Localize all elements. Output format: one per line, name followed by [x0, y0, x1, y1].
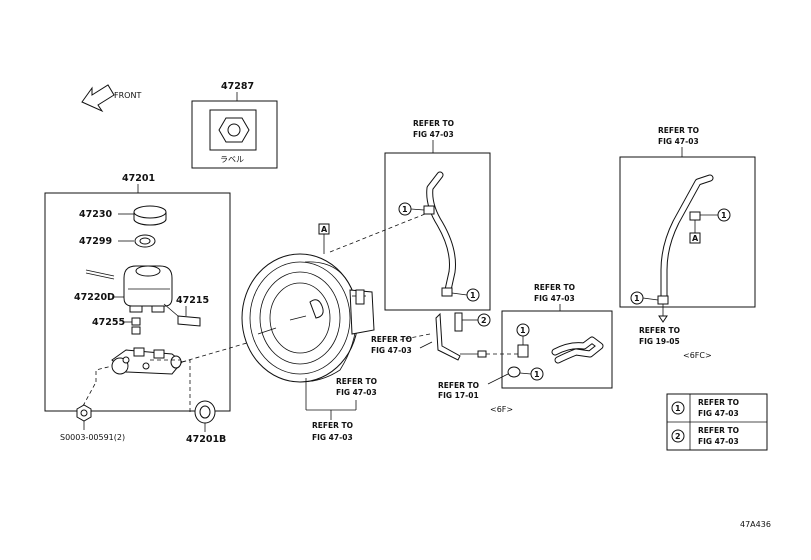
legend-1-num: 1 [675, 404, 681, 413]
grommet-icon [131, 317, 141, 335]
variant-6fc: <6FC> [683, 351, 712, 360]
reservoir-cap-icon [133, 205, 167, 226]
label-jp-text: ラベル [220, 155, 244, 164]
ref-booster-c-fig[interactable]: FIG 47-03 [371, 346, 412, 355]
ref-17-01-fig[interactable]: FIG 17-01 [438, 391, 479, 400]
ref-mid-top[interactable]: REFER TO [413, 119, 454, 128]
ref-booster-b[interactable]: REFER TO [336, 377, 377, 386]
legend-2-num: 2 [675, 432, 681, 441]
callout-1-6fc-a: 1 [721, 211, 727, 220]
callout-2-pipe: 2 [481, 316, 487, 325]
part-47201-label[interactable]: 47201 [122, 173, 155, 184]
brake-booster-icon [241, 253, 375, 383]
ref-booster-a[interactable]: REFER TO [312, 421, 353, 430]
legend-1-ref[interactable]: REFER TO [698, 398, 739, 407]
callout-1-mid-a: 1 [402, 205, 408, 214]
ref-6fc-top-fig[interactable]: FIG 47-03 [658, 137, 699, 146]
ref-booster-b-fig[interactable]: FIG 47-03 [336, 388, 377, 397]
callout-a-booster-text: A [321, 225, 328, 234]
callout-1-clamp: 1 [534, 370, 540, 379]
ref-booster-c[interactable]: REFER TO [371, 335, 412, 344]
nut-icon [76, 404, 92, 422]
hose-6f-icon [517, 336, 604, 364]
reservoir-icon [85, 265, 173, 313]
legend-1-fig[interactable]: FIG 47-03 [698, 409, 739, 418]
callout-1-6f: 1 [520, 326, 526, 335]
ref-6f[interactable]: REFER TO [534, 283, 575, 292]
ref-6f-fig[interactable]: FIG 47-03 [534, 294, 575, 303]
ref-19-05-fig[interactable]: FIG 19-05 [639, 337, 680, 346]
part-47299-label[interactable]: 47299 [79, 236, 112, 247]
gasket-icon [194, 400, 216, 424]
ref-6fc-top[interactable]: REFER TO [658, 126, 699, 135]
variant-6f: <6F> [490, 405, 513, 414]
ref-mid-top-fig[interactable]: FIG 47-03 [413, 130, 454, 139]
diagram-code: 47A436 [740, 520, 771, 529]
hose-6fc-box [619, 156, 756, 308]
part-47201b-label[interactable]: 47201B [186, 434, 226, 445]
part-47255-label[interactable]: 47255 [92, 317, 125, 328]
vacuum-hose-box [384, 152, 491, 311]
float-switch-icon [163, 303, 201, 327]
clamp-icon [507, 366, 521, 378]
vacuum-hose-icon [423, 171, 456, 297]
hose-6f-box [501, 310, 613, 389]
part-47287-label[interactable]: 47287 [221, 81, 254, 92]
callout-1-6fc-b: 1 [634, 294, 640, 303]
front-label: FRONT [114, 91, 141, 100]
front-arrow: FRONT [81, 84, 141, 113]
strainer-icon [134, 234, 156, 248]
legend-2-ref[interactable]: REFER TO [698, 426, 739, 435]
ref-booster-a-fig[interactable]: FIG 47-03 [312, 433, 353, 442]
callout-a-6fc-text: A [692, 234, 699, 243]
callout-1-mid-b: 1 [470, 291, 476, 300]
part-47215-label[interactable]: 47215 [176, 295, 209, 306]
ref-19-05[interactable]: REFER TO [639, 326, 680, 335]
master-cylinder-box [44, 192, 231, 412]
label-decal-icon [209, 109, 257, 151]
hose-6fc-icon [657, 174, 714, 305]
master-cylinder-icon [111, 347, 183, 375]
legend-2-fig[interactable]: FIG 47-03 [698, 437, 739, 446]
legend-table: 1 REFER TO FIG 47-03 2 REFER TO FIG 47-0… [666, 393, 768, 451]
part-s0003-label[interactable]: S0003-00591(2) [60, 433, 125, 442]
part-47220d-label[interactable]: 47220D [74, 292, 115, 303]
part-47230-label[interactable]: 47230 [79, 209, 112, 220]
ref-17-01[interactable]: REFER TO [438, 381, 479, 390]
label-part-box [191, 100, 278, 169]
